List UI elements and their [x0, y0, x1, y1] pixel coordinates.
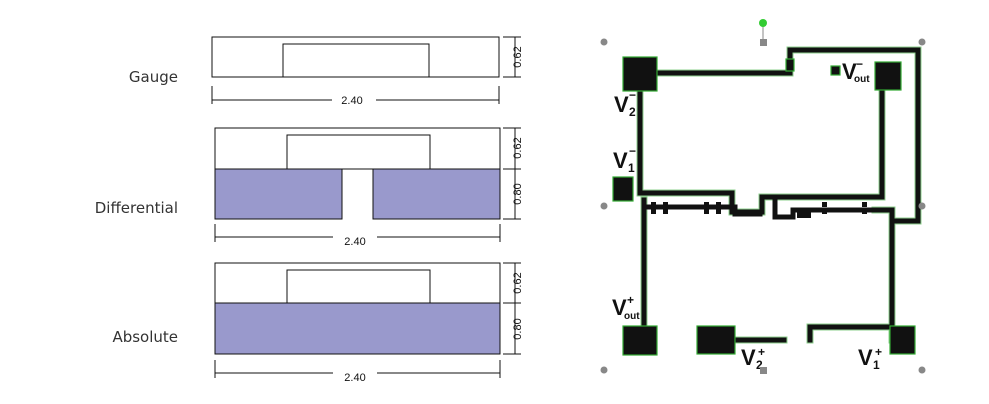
resize-handle-top-right[interactable] [918, 38, 926, 46]
differential-height-dimension [503, 127, 521, 220]
pad-vout-plus [622, 325, 658, 356]
absolute-substrate [214, 302, 501, 355]
svg-text:+: + [627, 293, 634, 307]
svg-text:−: − [629, 144, 636, 158]
svg-text:V: V [842, 59, 857, 84]
resize-handle-top[interactable] [760, 39, 767, 46]
differential-substrate-right [372, 168, 501, 220]
label-v1-minus: V 1 − [613, 144, 636, 175]
resistor-marks [651, 202, 867, 218]
circuit-layout: V 2 − V 1 − V out − V out + V 2 + V 1 + [612, 46, 922, 372]
gauge-cavity [282, 43, 430, 78]
gauge-width-dimension [211, 86, 500, 104]
differential-cavity [286, 134, 431, 170]
resize-handle-right[interactable] [918, 202, 926, 210]
pad-v1-plus [889, 325, 916, 355]
gauge-label: Gauge [129, 68, 178, 86]
resize-handle-bottom-left[interactable] [600, 366, 608, 374]
gauge-height-value: 0.62 [512, 46, 524, 67]
label-vout-plus: V out + [612, 293, 640, 322]
gauge-width-value: 2.40 [341, 95, 362, 107]
svg-text:V: V [741, 345, 756, 370]
absolute-bottom-height-value: 0.80 [512, 318, 524, 339]
svg-text:−: − [629, 88, 636, 102]
svg-text:−: − [856, 57, 863, 71]
resize-handle-bottom-right[interactable] [918, 366, 926, 374]
label-v1-plus: V 1 + [858, 345, 882, 372]
rotate-handle[interactable] [759, 19, 767, 27]
absolute-width-dimension [214, 360, 501, 378]
pad-v2-minus [622, 56, 658, 92]
pad-v2-plus [696, 325, 736, 355]
absolute-label: Absolute [112, 328, 178, 346]
svg-text:+: + [758, 345, 765, 359]
label-v2-plus: V 2 + [741, 345, 765, 372]
resize-handle-top-left[interactable] [600, 38, 608, 46]
svg-text:V: V [613, 148, 628, 173]
differential-top-height-value: 0.62 [512, 137, 524, 158]
absolute-height-dimension [503, 262, 521, 355]
differential-diagram: Differential 2.40 0.62 0.80 [95, 127, 524, 248]
svg-text:out: out [854, 74, 870, 85]
svg-text:1: 1 [628, 161, 635, 175]
svg-text:V: V [858, 345, 873, 370]
svg-text:1: 1 [873, 358, 880, 372]
selection-handles[interactable] [600, 19, 926, 374]
circuit-traces-core [637, 47, 921, 343]
pad-vout-minus-marker [830, 65, 841, 76]
differential-width-value: 2.40 [344, 236, 365, 248]
pad-top-link [785, 58, 795, 72]
differential-substrate-left [214, 168, 343, 220]
circuit-pads [612, 56, 916, 356]
resize-handle-left[interactable] [600, 202, 608, 210]
absolute-diagram: Absolute 2.40 0.62 0.80 [112, 262, 524, 384]
pad-vout-minus [874, 61, 902, 91]
absolute-width-value: 2.40 [344, 372, 365, 384]
differential-bottom-height-value: 0.80 [512, 183, 524, 204]
gauge-diagram: Gauge 2.40 0.62 [129, 36, 524, 107]
differential-width-dimension [214, 224, 501, 242]
label-vout-minus: V out − [842, 57, 870, 85]
resize-handle-bottom[interactable] [760, 367, 767, 374]
svg-text:+: + [875, 345, 882, 359]
gauge-height-dimension [503, 36, 521, 78]
svg-text:V: V [614, 92, 629, 117]
svg-text:2: 2 [756, 358, 763, 372]
pad-v1-minus [612, 176, 634, 202]
absolute-cavity [286, 269, 431, 304]
differential-label: Differential [95, 199, 178, 217]
svg-text:2: 2 [629, 105, 636, 119]
svg-text:out: out [624, 311, 640, 322]
label-v2-minus: V 2 − [614, 88, 636, 119]
absolute-top-height-value: 0.62 [512, 272, 524, 293]
svg-text:V: V [612, 295, 627, 320]
